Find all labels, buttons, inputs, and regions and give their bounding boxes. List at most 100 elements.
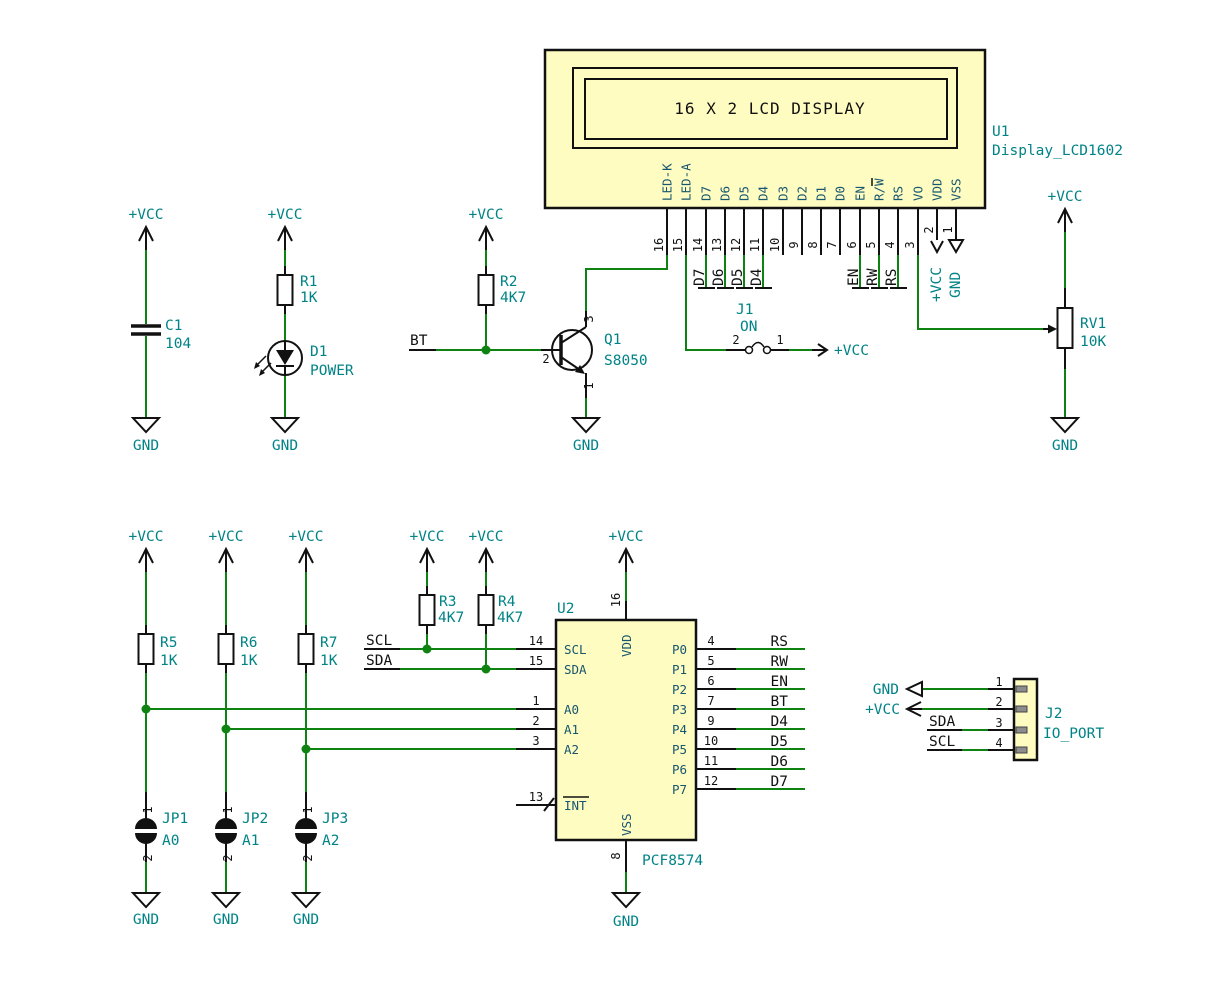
resistor-r7[interactable]: +VCC R7 1K [289, 529, 338, 792]
r1-ref: R1 [300, 274, 317, 290]
r6-ref: R6 [240, 635, 257, 651]
led-d1[interactable]: D1 POWER GND [254, 314, 354, 454]
solder-jumper-jp2[interactable]: 1 2 GND JP2 A1 [212, 792, 268, 928]
svg-text:D4: D4 [756, 186, 771, 201]
svg-text:11: 11 [704, 754, 718, 768]
lcd-u1[interactable]: 16 X 2 LCD DISPLAY U1 Display_LCD1602 16… [543, 48, 1123, 255]
vcc-arrow-icon [277, 226, 293, 253]
vcc-arrow-left-icon [904, 701, 922, 717]
r2-value: 4K7 [500, 290, 526, 306]
resistor-r1[interactable]: +VCC R1 1K [268, 207, 318, 315]
r2-ref: R2 [500, 274, 517, 290]
jp2-ref: JP2 [242, 811, 268, 827]
j2-value: IO_PORT [1043, 726, 1104, 742]
no-connect-slash [543, 797, 555, 812]
potentiometer-rv1[interactable]: +VCC GND RV1 10K [1043, 189, 1106, 454]
vcc-arrow-right-icon [812, 343, 829, 357]
svg-text:15: 15 [529, 654, 543, 668]
net-label-scl[interactable]: SCL [364, 633, 516, 650]
junction-dot [481, 345, 491, 355]
jumper-arc [751, 341, 765, 348]
j2-pin-number: 2 [995, 695, 1002, 709]
net-label-sda[interactable]: SDA [364, 653, 516, 670]
gnd-label: GND [293, 912, 319, 928]
resistor-r4[interactable]: +VCC R4 4K7 [469, 529, 524, 674]
gnd-symbol-icon [132, 417, 160, 433]
gnd-label: GND [1052, 438, 1078, 454]
svg-text:16: 16 [652, 238, 666, 252]
gnd-symbol-icon [1051, 417, 1079, 433]
jp3-ref: JP3 [322, 811, 348, 827]
svg-text:EN: EN [853, 186, 868, 201]
lcd-title: 16 X 2 LCD DISPLAY [674, 99, 865, 118]
svg-text:P2: P2 [672, 682, 687, 697]
vcc-label: +VCC [865, 702, 900, 718]
svg-text:P3: P3 [672, 702, 687, 717]
svg-text:SCL: SCL [564, 642, 587, 657]
d1-value: POWER [310, 363, 354, 379]
svg-text:1: 1 [941, 226, 955, 233]
svg-text:BT: BT [771, 694, 789, 710]
j1-pin-left-number: 2 [732, 333, 739, 347]
gnd-label: GND [272, 438, 298, 454]
transistor-q1[interactable]: 2 3 1 GND Q1 S8050 [541, 311, 648, 454]
svg-text:P1: P1 [672, 662, 687, 677]
r1-value: 1K [300, 290, 318, 306]
collector-lead [560, 326, 587, 344]
svg-text:VSS: VSS [949, 178, 964, 201]
u1-pin-names: LED-K LED-A D7 D6 D5 D4 D3 D2 D1 D0 EN R… [660, 163, 964, 201]
gnd-symbol-icon [292, 892, 320, 908]
gnd-symbol-icon [612, 892, 640, 908]
jp2-value: A1 [242, 833, 259, 849]
resistor-r5[interactable]: +VCC R5 1K [129, 529, 178, 792]
svg-text:D2: D2 [795, 186, 810, 201]
svg-text:9: 9 [707, 714, 714, 728]
svg-text:6: 6 [707, 674, 714, 688]
jumper-j1[interactable]: J1 ON 2 1 +VCC [726, 302, 869, 359]
resistor-r2[interactable]: +VCC R2 4K7 [469, 207, 527, 350]
solder-jumper-jp1[interactable]: 1 2 GND JP1 A0 [132, 792, 188, 928]
capacitor-c1[interactable]: +VCC GND C1 104 [129, 207, 192, 454]
transistor-body [551, 329, 593, 371]
jp3-value: A2 [322, 833, 339, 849]
connector-j2[interactable]: 1 2 3 4 GND +VCC SDA SCL J2 IO_PORT [865, 675, 1104, 762]
c1-ref: C1 [165, 318, 182, 334]
resistor-r3[interactable]: +VCC R3 4K7 [410, 529, 465, 654]
vcc-label: +VCC [209, 529, 244, 545]
vcc-label: +VCC [129, 529, 164, 545]
resistor-r6[interactable]: +VCC R6 1K [209, 529, 258, 792]
svg-text:1: 1 [532, 694, 539, 708]
u1-pin-stubs [666, 208, 957, 255]
jp2-pin-bottom-number: 2 [221, 854, 235, 861]
vcc-label: +VCC [929, 267, 945, 302]
emitter-arrowhead [575, 365, 585, 374]
svg-text:2: 2 [922, 226, 936, 233]
net-label-bt[interactable]: BT [409, 333, 541, 355]
resistor-icon [217, 624, 235, 674]
wiper-arrowhead [1048, 324, 1057, 334]
sda-net-label: SDA [366, 653, 392, 669]
u2-vdd-name: VDD [619, 634, 634, 657]
vcc-arrow-icon [478, 548, 494, 575]
j2-body [1012, 677, 1039, 762]
svg-text:D7: D7 [771, 774, 788, 790]
rv1-value: 10K [1080, 334, 1106, 350]
j2-pad [1015, 685, 1028, 693]
r7-value: 1K [320, 653, 338, 669]
jumper-contact [762, 345, 772, 355]
gnd-label: GND [873, 682, 899, 698]
solder-jumper-jp3[interactable]: 1 2 GND JP3 A2 [292, 792, 348, 928]
gnd-symbol-icon [572, 417, 600, 433]
lcd-body [543, 48, 987, 210]
jp3-pin-top-number: 1 [301, 806, 315, 813]
jp3-pin-bottom-number: 2 [301, 854, 315, 861]
svg-text:A0: A0 [564, 702, 579, 717]
gnd-symbol-icon [947, 239, 965, 254]
svg-text:D5: D5 [737, 186, 752, 201]
j2-ref: J2 [1045, 706, 1062, 722]
d6-net-label: D6 [711, 269, 727, 286]
j2-pin-number: 3 [995, 716, 1002, 730]
